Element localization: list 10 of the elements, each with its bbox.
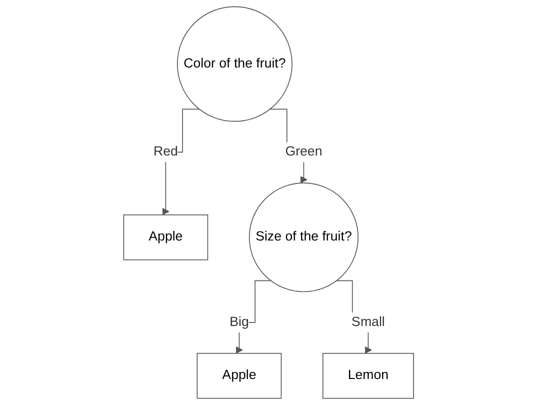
node-box: Apple: [196, 352, 282, 399]
node-circle: Size of the fruit?: [248, 182, 358, 292]
edge-label: Green: [285, 144, 322, 159]
node-circle: Color of the fruit?: [176, 6, 292, 122]
edge-label: Red: [153, 144, 178, 159]
edge-label: Small: [351, 315, 385, 330]
node-box: Lemon: [322, 352, 414, 399]
arrow: [235, 280, 272, 354]
node-box: Apple: [123, 214, 208, 260]
edge-label: Big: [229, 315, 249, 330]
